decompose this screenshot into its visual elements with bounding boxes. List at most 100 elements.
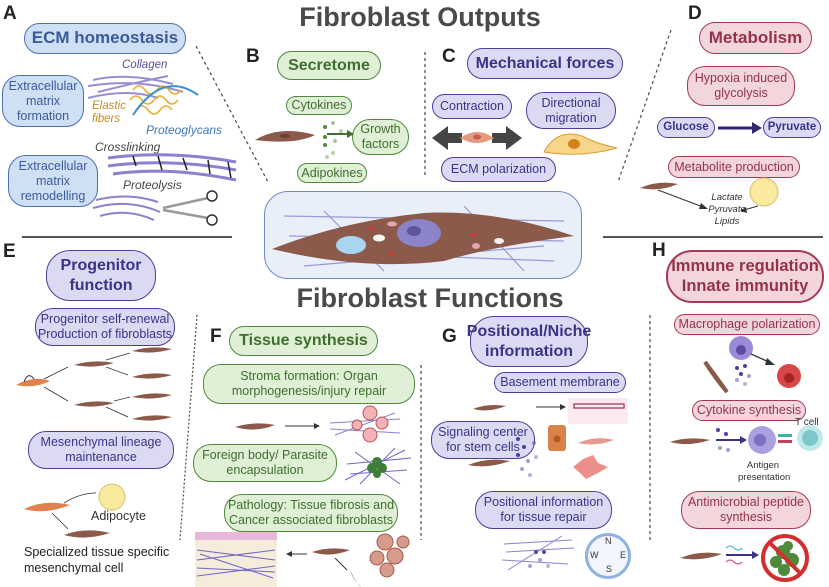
vacuole-icon bbox=[336, 236, 366, 254]
crosslinked-fibers-icon bbox=[107, 153, 237, 182]
macrophage-polarization-box: Macrophage polarization bbox=[674, 314, 820, 335]
fibrotic-tissue-icon bbox=[195, 532, 277, 587]
self-renewal-box: Progenitor self-renewal Production of fi… bbox=[35, 308, 175, 346]
elastic-fibers-label: Elastic fibers bbox=[92, 100, 126, 126]
ecm-remodelling-box: Extracellular matrix remodelling bbox=[8, 155, 98, 207]
pathology-illustration bbox=[195, 532, 410, 587]
compass-icon: N S W E bbox=[585, 533, 631, 579]
adipokines-box: Adipokines bbox=[297, 163, 367, 183]
ecm-illustration bbox=[87, 75, 237, 226]
proteolysis-label: Proteolysis bbox=[123, 178, 182, 192]
pathology-box: Pathology: Tissue fibrosis and Cancer as… bbox=[224, 494, 398, 532]
parasite-icon bbox=[367, 457, 387, 478]
fibroblast-cell-icon bbox=[468, 459, 510, 467]
fibroblast-cell-icon bbox=[703, 360, 729, 394]
basement-illustration bbox=[473, 398, 628, 424]
panel-letter-d: D bbox=[688, 3, 702, 24]
panel-letter-a: A bbox=[3, 3, 17, 24]
mesenchymal-lineage-box: Mesenchymal lineage maintenance bbox=[28, 431, 174, 469]
antimicrobial-peptide-box: Antimicrobial peptide synthesis bbox=[681, 491, 811, 529]
caf-cell-icon bbox=[350, 570, 361, 587]
antigen-presentation-label: Antigen presentation bbox=[738, 460, 791, 484]
adipocyte-icon bbox=[98, 483, 126, 511]
collagen-fibers-icon bbox=[87, 75, 184, 99]
ecm-formation-box: Extracellular matrix formation bbox=[2, 75, 84, 127]
antimicrobial-illustration bbox=[680, 534, 809, 582]
progenitor-function-heading: Progenitor function bbox=[46, 250, 156, 301]
crosslinking-label: Crosslinking bbox=[95, 140, 161, 154]
arrow-icon bbox=[347, 130, 354, 138]
divider-left bbox=[22, 236, 232, 238]
lineage-arrows-icon bbox=[43, 352, 131, 418]
panel-letter-f: F bbox=[210, 326, 222, 347]
fibroblast-cell-icon bbox=[235, 423, 275, 430]
secretome-heading: Secretome bbox=[277, 51, 381, 80]
cytokine-synthesis-box: Cytokine synthesis bbox=[692, 400, 806, 421]
basement-membrane-box: Basement membrane bbox=[494, 372, 626, 393]
hypoxia-glycolysis-box: Hypoxia induced glycolysis bbox=[687, 66, 795, 106]
immune-regulation-heading: Immune regulation Innate immunity bbox=[666, 250, 824, 303]
divider-right bbox=[603, 236, 823, 238]
niche-cell-icon bbox=[573, 455, 608, 479]
adipocyte-icon bbox=[749, 177, 779, 207]
secreted-factors-icon bbox=[323, 121, 343, 159]
specialized-cell-label: Specialized tissue specific mesenchymal … bbox=[24, 545, 170, 576]
foreign-body-box: Foreign body/ Parasite encapsulation bbox=[193, 444, 337, 482]
macrophage-illustration bbox=[703, 336, 801, 394]
proteoglycan-icon bbox=[132, 85, 199, 116]
bacteria-icon bbox=[770, 541, 799, 576]
signaling-illustration bbox=[468, 425, 614, 479]
progenitor-lineage-illustration bbox=[16, 347, 172, 421]
organ-glands-icon bbox=[351, 405, 389, 443]
panel-letter-h: H bbox=[652, 240, 666, 261]
metabolism-illustration bbox=[640, 177, 779, 213]
stroma-illustration bbox=[235, 405, 401, 443]
positional-niche-heading: Positional/Niche information bbox=[467, 316, 591, 367]
fibroblast-cell-icon bbox=[312, 548, 350, 555]
positional-info-box: Positional information for tissue repair bbox=[475, 491, 612, 529]
encapsulation-illustration bbox=[344, 447, 412, 485]
ecm-polarization-box: ECM polarization bbox=[441, 157, 556, 182]
tissue-repair-illustration bbox=[501, 535, 575, 571]
progenitor-cell-icon bbox=[16, 378, 50, 387]
pyruvate-box: Pyruvate bbox=[763, 117, 821, 138]
panel-letter-c: C bbox=[442, 46, 456, 67]
cytokine-illustration bbox=[670, 425, 823, 454]
mechanical-forces-heading: Mechanical forces bbox=[467, 48, 623, 79]
collagen-label: Collagen bbox=[122, 59, 168, 71]
tissue-synthesis-heading: Tissue synthesis bbox=[229, 326, 378, 356]
adipocyte-label: Adipocyte bbox=[91, 509, 146, 523]
stroma-formation-box: Stroma formation: Organ morphogenesis/in… bbox=[203, 364, 415, 404]
title-outputs: Fibroblast Outputs bbox=[299, 2, 541, 32]
tumor-cells-icon bbox=[369, 533, 410, 578]
prohibited-icon bbox=[761, 534, 809, 582]
fibroblast-cells-icon bbox=[74, 347, 172, 421]
panel-letter-g: G bbox=[442, 326, 457, 347]
fibroblast-cell-icon bbox=[670, 438, 710, 445]
metabolite-production-box: Metabolite production bbox=[668, 156, 800, 178]
mechanical-illustration bbox=[432, 126, 618, 155]
differentiation-illustration bbox=[24, 483, 126, 538]
ecm-homeostasis-heading: ECM homeostasis bbox=[24, 23, 186, 54]
metabolite-products-list: Lactate Pyruvate Lipids bbox=[708, 192, 746, 227]
fibroblast-cell-illustration bbox=[272, 205, 574, 272]
fibroblast-cell-icon bbox=[473, 405, 506, 411]
proteoglycans-label: Proteoglycans bbox=[146, 123, 223, 137]
right-arrow-icon bbox=[492, 126, 522, 150]
scissors-icon bbox=[162, 190, 218, 226]
panel-letter-e: E bbox=[3, 241, 16, 262]
growth-factors-box: Growth factors bbox=[352, 119, 409, 155]
title-functions: Fibroblast Functions bbox=[296, 283, 564, 313]
cytokines-box: Cytokines bbox=[286, 96, 352, 115]
panel-letter-b: B bbox=[246, 46, 260, 67]
left-arrow-icon bbox=[432, 126, 462, 150]
migrating-cell-icon bbox=[543, 133, 618, 155]
directional-migration-box: Directional migration bbox=[526, 92, 616, 129]
glycolysis-arrow-icon bbox=[718, 122, 762, 134]
metabolism-heading: Metabolism bbox=[699, 22, 812, 54]
signal-molecules-icon bbox=[516, 437, 538, 477]
specialized-cell-icon bbox=[64, 530, 110, 538]
glucose-box: Glucose bbox=[657, 117, 715, 138]
degraded-fibers-icon bbox=[92, 195, 161, 221]
fibroblast-cell-icon bbox=[680, 552, 722, 560]
